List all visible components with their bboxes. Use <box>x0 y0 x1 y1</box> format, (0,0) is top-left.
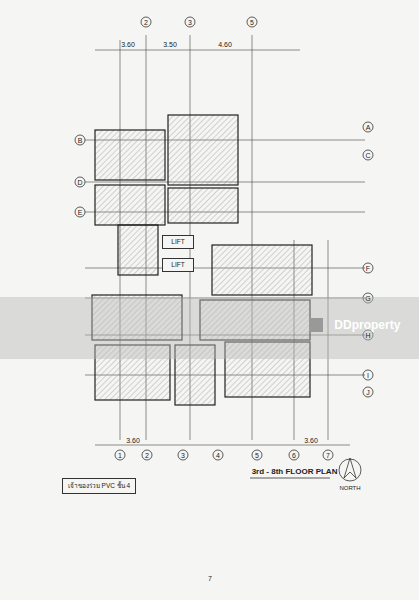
grid-label: A <box>366 124 371 131</box>
grid-label: 5 <box>250 19 254 26</box>
grid-label: NORTH <box>339 485 360 491</box>
grid-label: F <box>366 265 370 272</box>
room-label: เจ้าของร่วม PVC ชั้น 4 <box>68 483 130 490</box>
grid-label: 1 <box>118 452 122 459</box>
note-box: เจ้าของร่วม PVC ชั้น 4 <box>62 478 136 494</box>
dimension: 3.50 <box>163 41 177 48</box>
grid-label: J <box>366 389 370 396</box>
watermark: DDproperty <box>334 319 400 331</box>
grid-label: E <box>78 209 83 216</box>
plan-title: 3rd - 8th FLOOR PLAN <box>252 468 338 476</box>
dimension: 3.60 <box>121 41 135 48</box>
room-label: LIFT <box>171 262 184 269</box>
grid-label: 7 <box>208 575 212 582</box>
grid-label: 2 <box>144 19 148 26</box>
grid-label: 3 <box>181 452 185 459</box>
dimension: 3.60 <box>304 437 318 444</box>
dimension: 4.60 <box>218 41 232 48</box>
lift-box: LIFT <box>162 258 194 272</box>
grid-label: 7 <box>326 452 330 459</box>
grid-label: I <box>367 372 369 379</box>
lift-box: LIFT <box>162 235 194 249</box>
grid-label: 5 <box>255 452 259 459</box>
grid-label: C <box>365 152 370 159</box>
grid-label: B <box>78 137 83 144</box>
grid-label: 2 <box>145 452 149 459</box>
grid-label: 3 <box>188 19 192 26</box>
dimension: 3.60 <box>126 437 140 444</box>
grid-label: H <box>365 332 370 339</box>
grid-label: D <box>77 179 82 186</box>
grid-label: G <box>365 295 370 302</box>
grid-label: 6 <box>292 452 296 459</box>
room-label: LIFT <box>171 239 184 246</box>
grid-label: 4 <box>216 452 220 459</box>
